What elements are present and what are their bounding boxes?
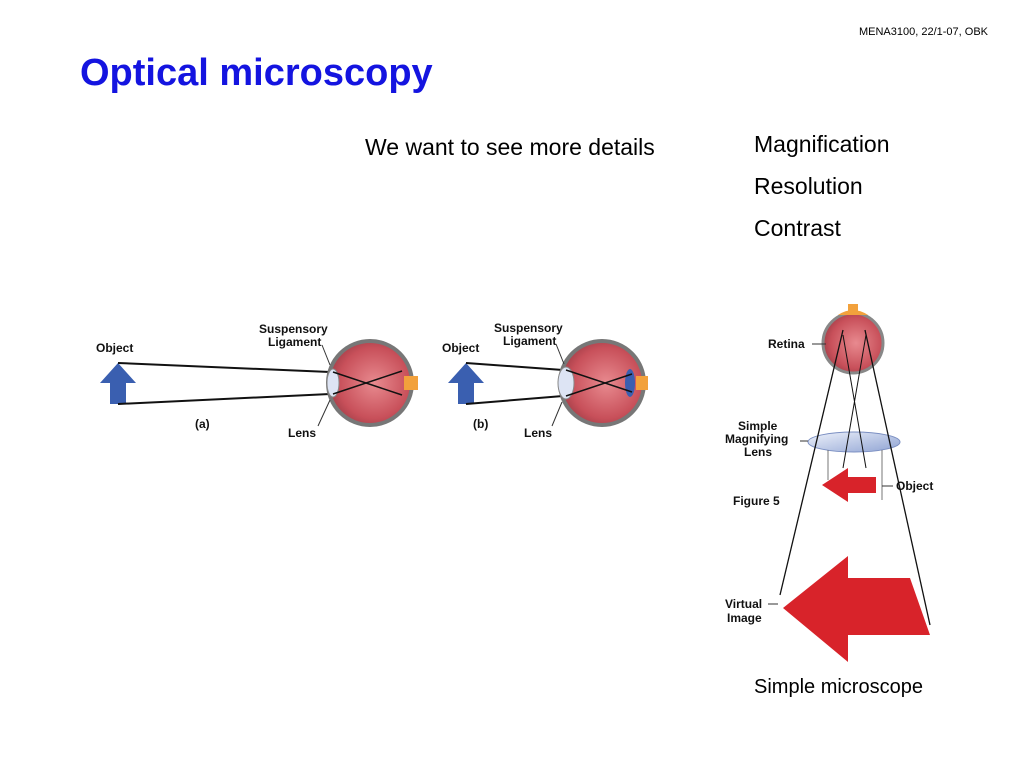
magnifying-lens bbox=[807, 431, 901, 453]
optic-nerve bbox=[404, 376, 418, 390]
optic-nerve bbox=[636, 376, 648, 390]
ligament-label-a-2: Ligament bbox=[268, 335, 321, 349]
lens-label-b: Lens bbox=[524, 426, 552, 440]
object-label: Object bbox=[896, 479, 933, 493]
object-label-b: Object bbox=[442, 341, 479, 355]
slide-reference: MENA3100, 22/1-07, OBK bbox=[858, 26, 988, 38]
figure-caption: Simple microscope bbox=[754, 676, 923, 698]
ray-top bbox=[117, 362, 331, 373]
point-contrast: Contrast bbox=[754, 215, 841, 241]
point-resolution: Resolution bbox=[754, 173, 863, 199]
eyeball bbox=[326, 339, 414, 427]
eye-panel-b: Object Suspensory Ligament Lens (b) bbox=[442, 321, 648, 440]
figure-label: Figure 5 bbox=[733, 494, 780, 508]
object-arrow-icon bbox=[100, 363, 136, 404]
object-arrow-icon bbox=[822, 468, 876, 502]
virtual-label-1: Virtual bbox=[725, 597, 762, 611]
slide-title: Optical microscopy bbox=[80, 52, 433, 94]
intro-text: We want to see more details bbox=[365, 134, 655, 160]
eye-lens bbox=[557, 366, 575, 400]
eye-panel-a: Object Suspensory Ligament Lens (a) bbox=[96, 322, 418, 440]
ray-bottom bbox=[117, 393, 331, 405]
ray-top bbox=[465, 362, 564, 371]
eye-lens bbox=[326, 368, 340, 398]
lens-label-1: Simple bbox=[738, 419, 778, 433]
lens-label-a: Lens bbox=[288, 426, 316, 440]
point-magnification: Magnification bbox=[754, 131, 890, 157]
lens-label-2: Magnifying bbox=[725, 432, 788, 446]
ray-bottom bbox=[465, 395, 564, 405]
panel-label-b: (b) bbox=[473, 417, 488, 431]
ligament-label-b-2: Ligament bbox=[503, 334, 556, 348]
panel-label-a: (a) bbox=[195, 417, 210, 431]
virtual-image-arrow-icon bbox=[783, 556, 930, 662]
virtual-label-2: Image bbox=[727, 611, 762, 625]
ligament-label-b-1: Suspensory bbox=[494, 321, 563, 335]
ligament-label-a-1: Suspensory bbox=[259, 322, 328, 336]
retina-label: Retina bbox=[768, 337, 805, 351]
microscope-figure: Retina Simple Magnifying Lens Object Fig… bbox=[725, 304, 933, 662]
retina-eye bbox=[821, 311, 885, 375]
lens-label-3: Lens bbox=[744, 445, 772, 459]
object-label-a: Object bbox=[96, 341, 133, 355]
object-arrow-icon bbox=[448, 363, 484, 404]
